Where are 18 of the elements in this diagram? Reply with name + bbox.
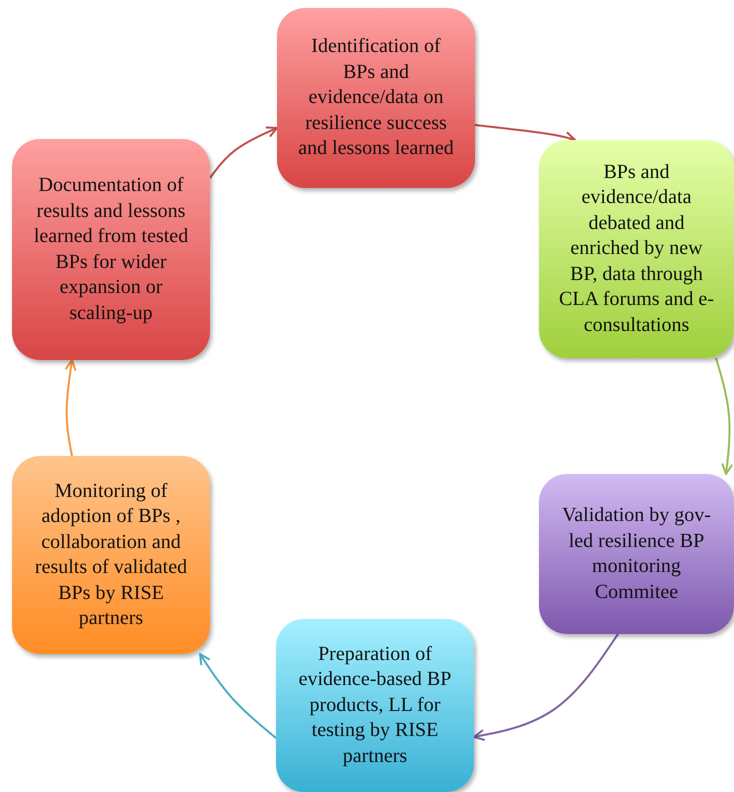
step-text: Validation by gov-led resilience BP monitoring Commitee (561, 503, 712, 604)
process-box (539, 140, 734, 358)
process-box (277, 8, 475, 188)
arrow (64, 359, 76, 456)
arrow (209, 126, 278, 179)
step-text: Documentation of results and lessons learned from tested BPs for wider expansion or scaling-up (32, 173, 190, 326)
arrow (715, 358, 734, 475)
step-text: BPs and evidence/data debated and enriched by new BP, data through CLA forums and e-consultations (558, 160, 715, 338)
step-text: Monitoring of adoption of BPs , collaboration and results of validated BPs by RISE partners (34, 478, 188, 631)
arrow (474, 124, 576, 143)
process-box (12, 456, 210, 654)
arrow (473, 633, 619, 741)
process-box (539, 474, 734, 634)
arrow (199, 653, 277, 739)
process-box (276, 619, 474, 792)
process-box (12, 139, 210, 360)
step-text: Preparation of evidence-based BP products, LL for testing by RISE partners (298, 642, 452, 769)
step-text: Identification of BPs and evidence/data on resilience success and lessons learned (297, 34, 455, 162)
